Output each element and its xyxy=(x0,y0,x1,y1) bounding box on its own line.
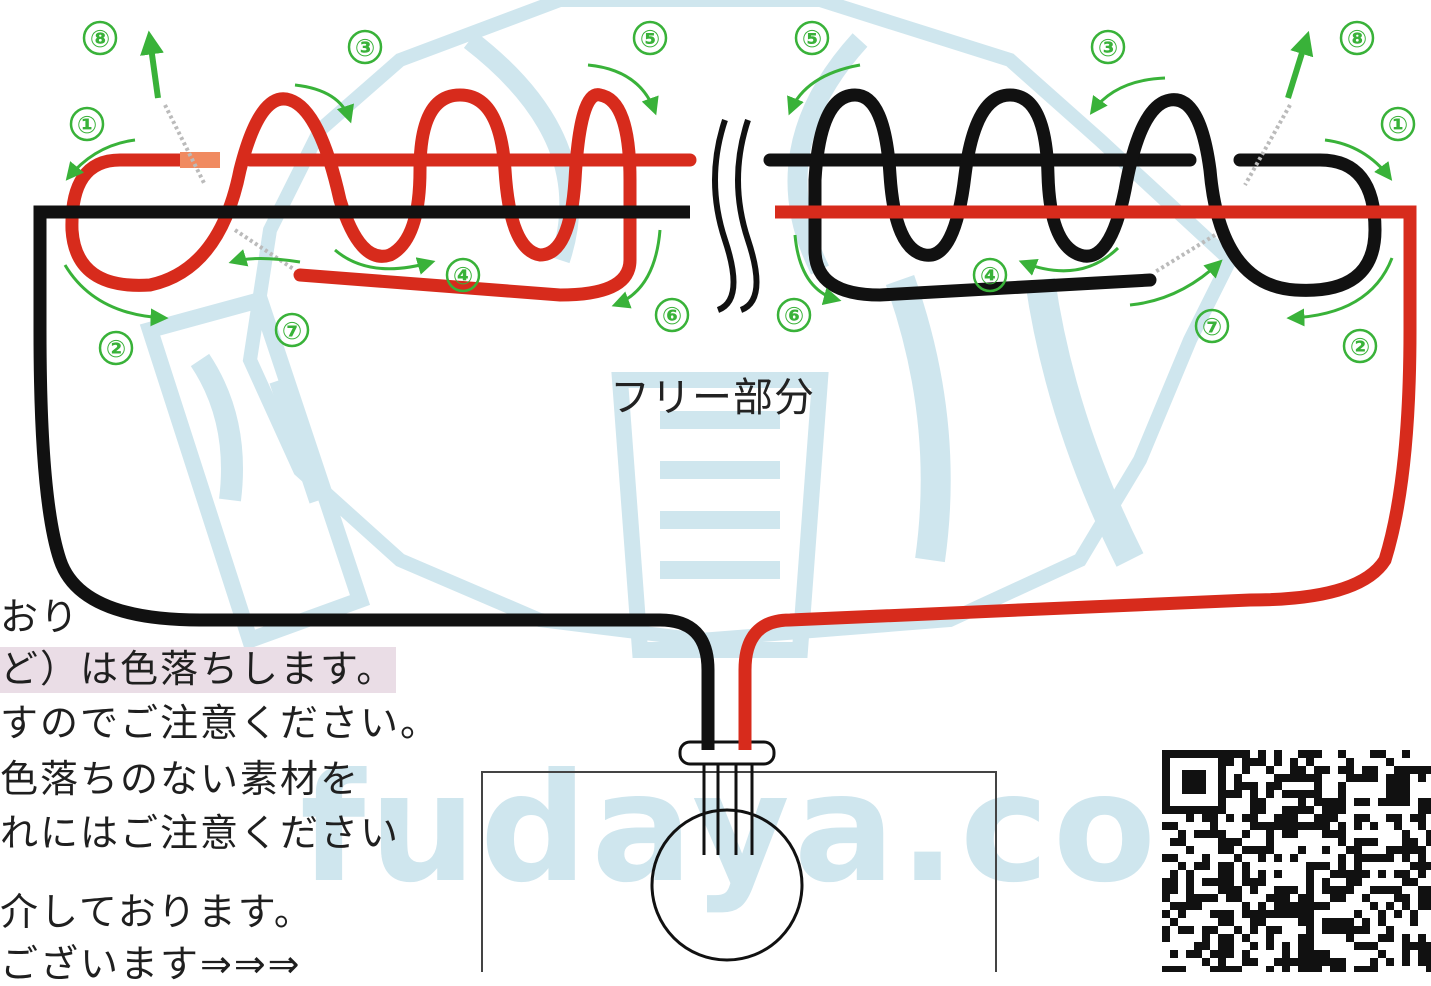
pull-arrows xyxy=(140,30,1314,99)
step-3-left: ③ xyxy=(355,34,375,62)
step-6-right: ⑥ xyxy=(784,302,804,330)
step-2-left: ② xyxy=(106,335,126,363)
note-line-4: 色落ちのない素材を xyxy=(0,757,361,801)
step-2-right: ② xyxy=(1350,333,1370,361)
step-7-left: ⑦ xyxy=(282,317,302,345)
lamp-box xyxy=(481,771,997,972)
left-knot-red xyxy=(65,88,697,302)
note-line-1: おり xyxy=(0,595,81,639)
bulb xyxy=(650,808,804,962)
right-step-numbers: ① ② ③ ④ ⑤ ⑥ ⑦ ⑧ xyxy=(784,25,1408,361)
step-8-right: ⑧ xyxy=(1347,25,1367,53)
note-line-2: ど）は色落ちします。 xyxy=(0,647,397,693)
hidden-segments xyxy=(163,104,1292,274)
step-4-right: ④ xyxy=(980,262,1000,290)
step-3-right: ③ xyxy=(1098,34,1118,62)
step-4-left: ④ xyxy=(453,262,473,290)
note-line-5: れにはご注意ください xyxy=(0,811,401,855)
left-step-numbers: ① ② ③ ④ ⑤ ⑥ ⑦ ⑧ xyxy=(77,25,682,363)
break-symbol xyxy=(712,119,760,313)
cord-red-outer xyxy=(738,205,1417,750)
note-line-7: ございます⇒⇒⇒ xyxy=(0,942,302,986)
step-8-left: ⑧ xyxy=(90,25,110,53)
right-knot-black xyxy=(763,88,1382,302)
qr-code-icon[interactable] xyxy=(1160,748,1431,972)
right-step-labels xyxy=(776,20,1416,364)
step-arrows xyxy=(63,63,1394,327)
bulb-socket xyxy=(678,740,776,766)
step-1-right: ① xyxy=(1388,111,1408,139)
step-5-left: ⑤ xyxy=(640,25,660,53)
step-7-right: ⑦ xyxy=(1202,313,1222,341)
step-1-left: ① xyxy=(77,111,97,139)
cord-black-outer xyxy=(33,205,715,750)
left-step-labels xyxy=(69,20,690,366)
free-part-label: フリー部分 xyxy=(610,375,815,421)
step-5-right: ⑤ xyxy=(802,25,822,53)
step-6-left: ⑥ xyxy=(662,302,682,330)
note-line-6: 介しております。 xyxy=(0,890,314,934)
note-line-3: すのでご注意ください。 xyxy=(0,701,441,745)
left-red-fade xyxy=(180,152,220,168)
note-line-2-text: ど）は色落ちします。 xyxy=(0,647,397,693)
